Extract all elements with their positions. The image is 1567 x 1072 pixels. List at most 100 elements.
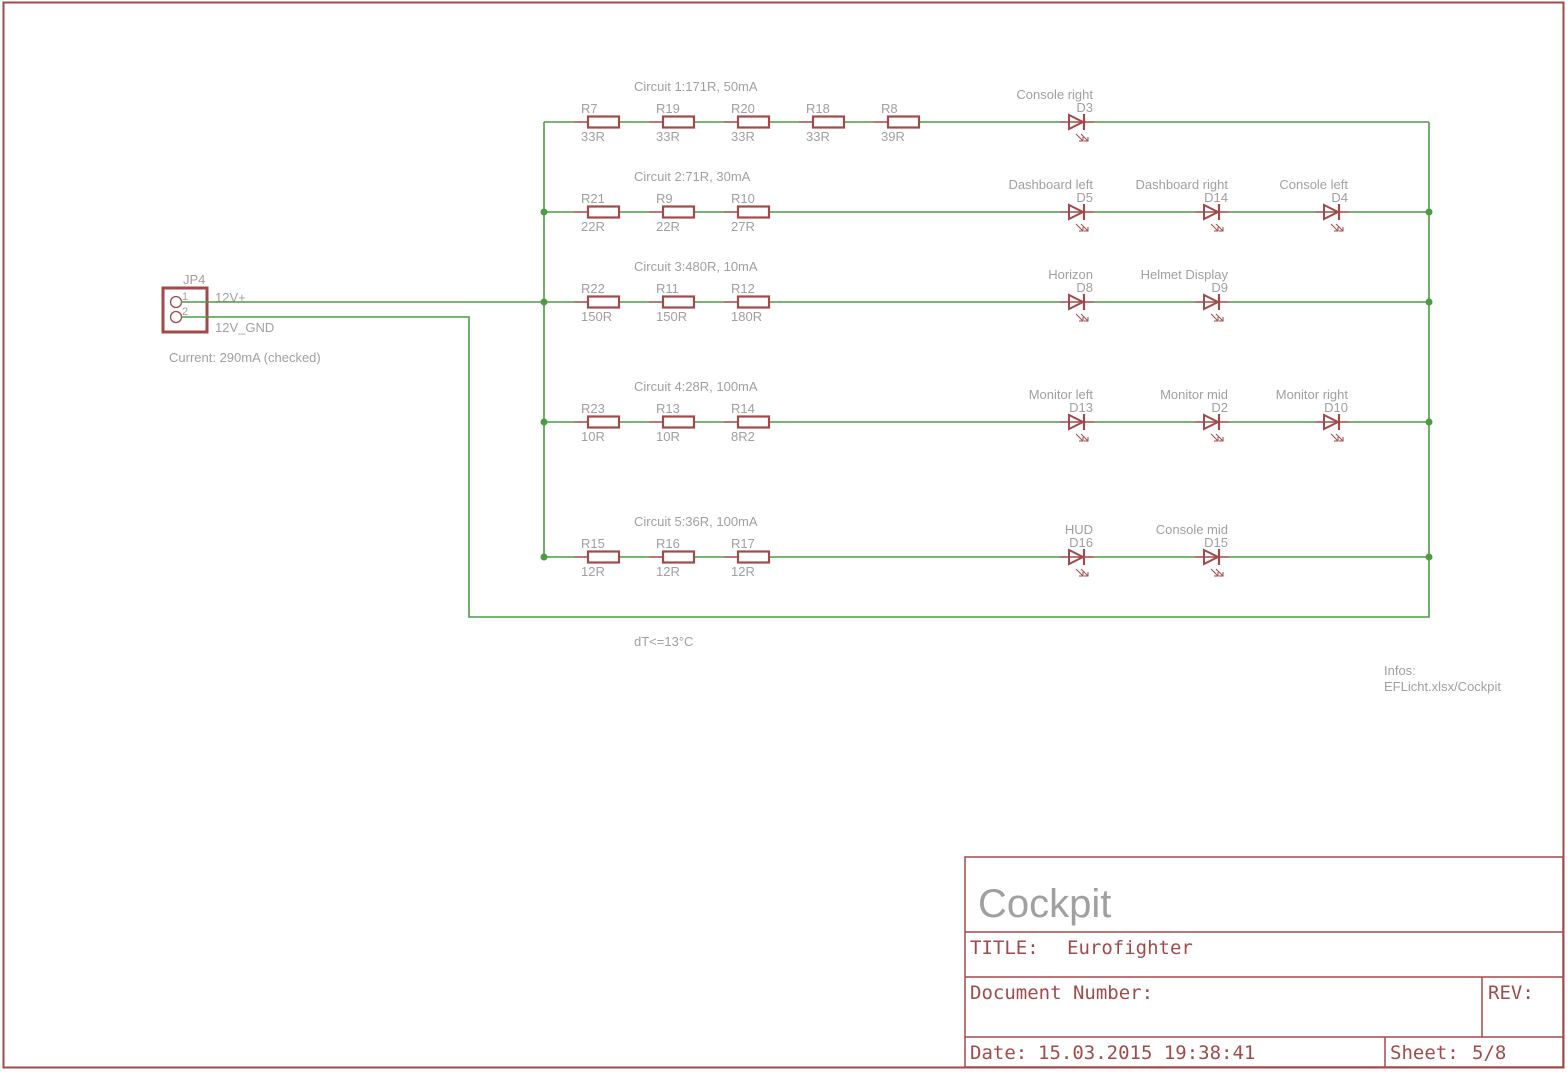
date-value: 15.03.2015 19:38:41 — [1038, 1042, 1255, 1064]
led-description: Horizon — [1048, 267, 1093, 282]
led-description: Console right — [1016, 87, 1093, 102]
junction-dot — [540, 418, 548, 426]
resistor-name: R17 — [731, 536, 755, 551]
diode-triangle-icon — [1323, 203, 1341, 221]
date-label: Date: — [970, 1042, 1027, 1064]
resistor-value: 10R — [581, 429, 605, 444]
led-description: Dashboard left — [1008, 177, 1093, 192]
document-number-label: Document Number: — [970, 982, 1153, 1004]
resistor-value: 12R — [656, 564, 680, 579]
led-name: D2 — [1211, 400, 1228, 415]
led-name: D15 — [1204, 535, 1228, 550]
resistor-name: R9 — [656, 191, 673, 206]
connector-pin-1-number: 1 — [182, 291, 188, 303]
junction-dot — [540, 298, 548, 306]
wire-gnd-return[interactable] — [181, 122, 1430, 618]
resistor-name: R23 — [581, 401, 605, 416]
junction-dot — [540, 208, 548, 216]
resistor-name: R8 — [881, 101, 898, 116]
circuit-label: Circuit 4:28R, 100mA — [634, 379, 758, 394]
led-description: Console left — [1279, 177, 1348, 192]
diode-triangle-icon — [1068, 203, 1086, 221]
resistor-value: 8R2 — [731, 429, 755, 444]
connector-pin-2[interactable] — [169, 310, 183, 324]
diode-triangle-icon — [1203, 413, 1221, 431]
resistor-value: 27R — [731, 219, 755, 234]
resistor-r23[interactable]: R23 10R — [574, 401, 621, 444]
light-emission-icon — [1075, 433, 1089, 442]
title-block-frame — [964, 856, 1564, 1068]
resistor-body — [661, 415, 696, 429]
light-emission-icon — [1210, 433, 1224, 442]
resistor-body — [586, 205, 621, 219]
resistor-body — [736, 205, 771, 219]
led-description: Monitor left — [1029, 387, 1094, 402]
resistor-value: 22R — [656, 219, 680, 234]
diode-triangle-icon — [1323, 413, 1341, 431]
led-name: D16 — [1069, 535, 1093, 550]
resistor-name: R21 — [581, 191, 605, 206]
junction-dot — [1425, 298, 1433, 306]
light-emission-icon — [1075, 313, 1089, 322]
resistor-body — [586, 295, 621, 309]
rev-label: REV: — [1488, 982, 1534, 1004]
diode-triangle-icon — [1068, 548, 1086, 566]
resistor-value: 22R — [581, 219, 605, 234]
circuit-label: Circuit 1:171R, 50mA — [634, 79, 758, 94]
thermal-note: dT<=13°C — [634, 634, 693, 649]
resistor-r17[interactable]: R17 12R — [724, 536, 771, 579]
resistor-r9[interactable]: R9 22R — [649, 191, 696, 234]
resistor-r21[interactable]: R21 22R — [574, 191, 621, 234]
resistor-name: R7 — [581, 101, 598, 116]
led-name: D13 — [1069, 400, 1093, 415]
light-emission-icon — [1210, 313, 1224, 322]
resistor-body — [811, 115, 846, 129]
infos-source: EFLicht.xlsx/Cockpit — [1384, 679, 1501, 694]
led-name: D8 — [1076, 280, 1093, 295]
led-description: Monitor mid — [1160, 387, 1228, 402]
circuit-3: Circuit 3:480R, 10mAR22150RR11150RR12180… — [540, 259, 1433, 324]
circuit-4: Circuit 4:28R, 100mAR2310RR1310RR148R2Mo… — [540, 379, 1433, 444]
connector-pin-1[interactable] — [169, 295, 183, 309]
led-description: HUD — [1065, 522, 1093, 537]
title-value: Eurofighter — [1067, 937, 1193, 959]
sheet-value: 5/8 — [1472, 1042, 1506, 1064]
diode-triangle-icon — [1068, 413, 1086, 431]
power-wires — [181, 122, 1430, 618]
connector-jp4[interactable]: JP4 1 2 12V+ 12V_GND Current: 290mA (che… — [161, 272, 321, 365]
diode-triangle-icon — [1203, 548, 1221, 566]
resistor-body — [736, 550, 771, 564]
circuit-label: Circuit 5:36R, 100mA — [634, 514, 758, 529]
resistor-value: 12R — [731, 564, 755, 579]
resistor-value: 10R — [656, 429, 680, 444]
net-label-gnd: 12V_GND — [215, 320, 274, 335]
resistor-body — [586, 550, 621, 564]
